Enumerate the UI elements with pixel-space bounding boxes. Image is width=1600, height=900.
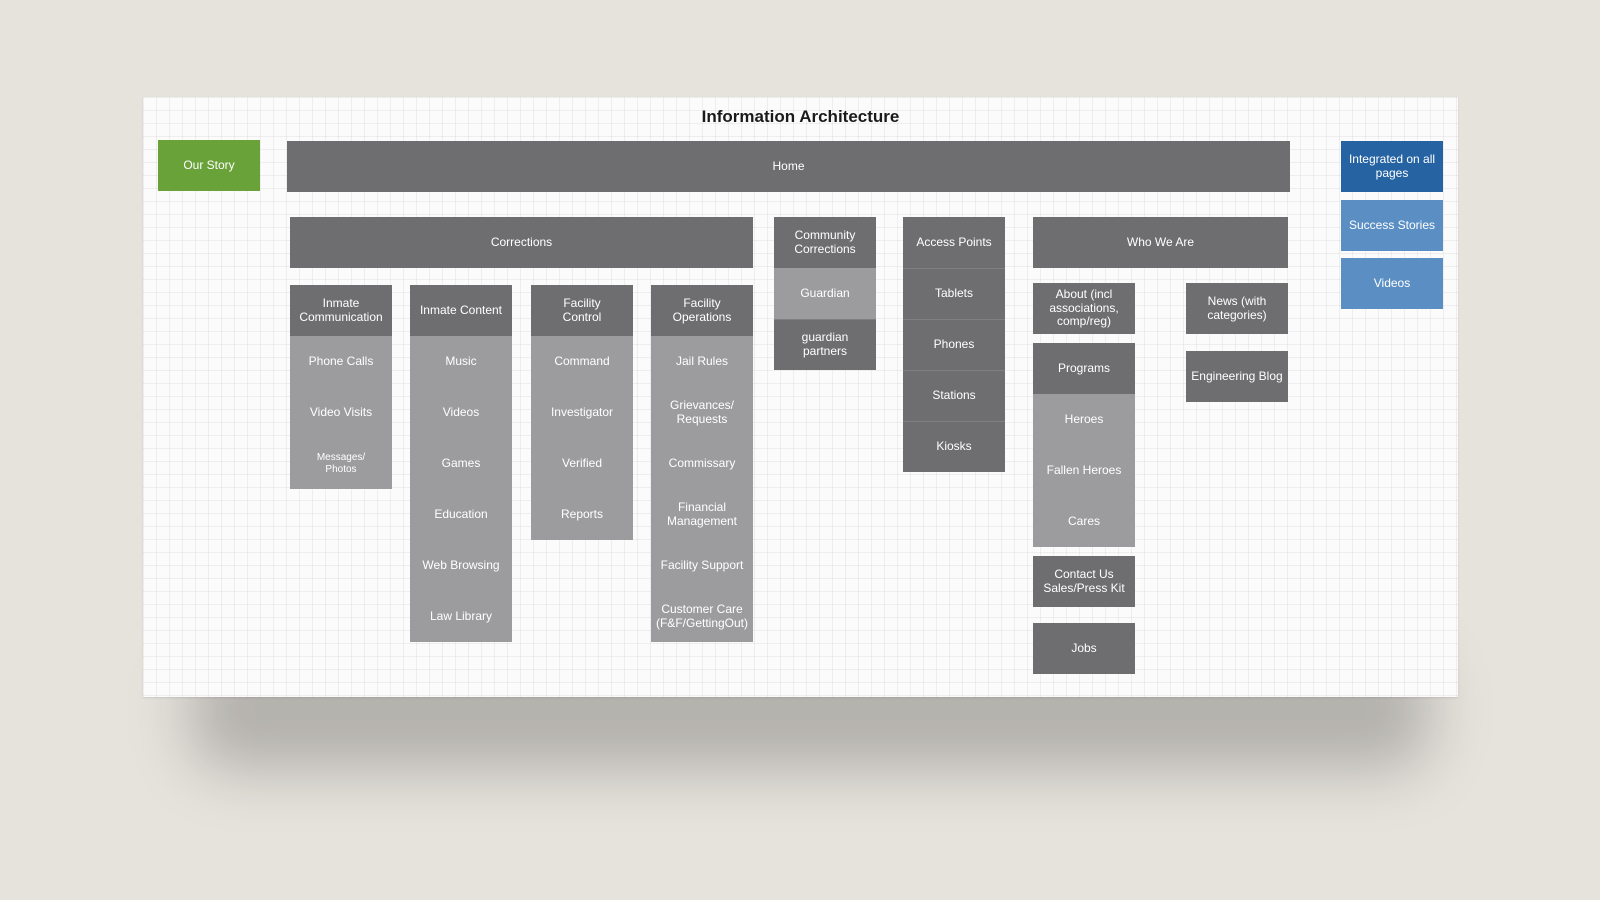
guardian-node[interactable]: Guardian	[774, 268, 876, 319]
verified-node[interactable]: Verified	[531, 438, 633, 489]
contact-us-node[interactable]: Contact Us Sales/Press Kit	[1033, 556, 1135, 607]
heroes-node[interactable]: Heroes	[1033, 394, 1135, 445]
community-corrections-node[interactable]: Community Corrections	[774, 217, 876, 268]
video-visits-node[interactable]: Video Visits	[290, 387, 392, 438]
facility-operations-column: Facility Operations Jail Rules Grievance…	[651, 285, 753, 642]
access-points-node[interactable]: Access Points	[903, 217, 1005, 268]
inmate-communication-node[interactable]: Inmate Communication	[290, 285, 392, 336]
commissary-node[interactable]: Commissary	[651, 438, 753, 489]
messages-photos-node[interactable]: Messages/ Photos	[290, 438, 392, 489]
tablets-node[interactable]: Tablets	[903, 268, 1005, 319]
web-browsing-node[interactable]: Web Browsing	[410, 540, 512, 591]
fallen-heroes-node[interactable]: Fallen Heroes	[1033, 445, 1135, 496]
games-node[interactable]: Games	[410, 438, 512, 489]
jobs-node[interactable]: Jobs	[1033, 623, 1135, 674]
jail-rules-node[interactable]: Jail Rules	[651, 336, 753, 387]
programs-node[interactable]: Programs	[1033, 343, 1135, 394]
engineering-blog-node[interactable]: Engineering Blog	[1186, 351, 1288, 402]
music-node[interactable]: Music	[410, 336, 512, 387]
command-node[interactable]: Command	[531, 336, 633, 387]
facility-control-column: Facility Control Command Investigator Ve…	[531, 285, 633, 540]
diagram-board: Information Architecture Our Story Home …	[143, 97, 1458, 697]
financial-management-node[interactable]: Financial Management	[651, 489, 753, 540]
inmate-communication-column: Inmate Communication Phone Calls Video V…	[290, 285, 392, 489]
customer-care-node[interactable]: Customer Care (F&F/GettingOut)	[651, 591, 753, 642]
reports-node[interactable]: Reports	[531, 489, 633, 540]
phones-node[interactable]: Phones	[903, 319, 1005, 370]
investigator-node[interactable]: Investigator	[531, 387, 633, 438]
integrated-all-pages-node[interactable]: Integrated on all pages	[1341, 141, 1443, 192]
content-videos-node[interactable]: Videos	[410, 387, 512, 438]
programs-column: Programs Heroes Fallen Heroes Cares	[1033, 343, 1135, 547]
facility-control-node[interactable]: Facility Control	[531, 285, 633, 336]
home-node[interactable]: Home	[287, 141, 1290, 192]
grievances-requests-node[interactable]: Grievances/ Requests	[651, 387, 753, 438]
inmate-content-node[interactable]: Inmate Content	[410, 285, 512, 336]
diagram-title: Information Architecture	[701, 107, 900, 126]
inmate-content-column: Inmate Content Music Videos Games Educat…	[410, 285, 512, 642]
community-corrections-column: Community Corrections Guardian guardian …	[774, 217, 876, 370]
success-stories-node[interactable]: Success Stories	[1341, 200, 1443, 251]
facility-support-node[interactable]: Facility Support	[651, 540, 753, 591]
our-story-node[interactable]: Our Story	[158, 140, 260, 191]
education-node[interactable]: Education	[410, 489, 512, 540]
stations-node[interactable]: Stations	[903, 370, 1005, 421]
news-node[interactable]: News (with categories)	[1186, 283, 1288, 334]
law-library-node[interactable]: Law Library	[410, 591, 512, 642]
who-we-are-node[interactable]: Who We Are	[1033, 217, 1288, 268]
videos-node[interactable]: Videos	[1341, 258, 1443, 309]
cares-node[interactable]: Cares	[1033, 496, 1135, 547]
guardian-partners-node[interactable]: guardian partners	[774, 319, 876, 370]
access-points-column: Access Points Tablets Phones Stations Ki…	[903, 217, 1005, 472]
kiosks-node[interactable]: Kiosks	[903, 421, 1005, 472]
about-node[interactable]: About (incl associations, comp/reg)	[1033, 283, 1135, 334]
facility-operations-node[interactable]: Facility Operations	[651, 285, 753, 336]
corrections-node[interactable]: Corrections	[290, 217, 753, 268]
phone-calls-node[interactable]: Phone Calls	[290, 336, 392, 387]
